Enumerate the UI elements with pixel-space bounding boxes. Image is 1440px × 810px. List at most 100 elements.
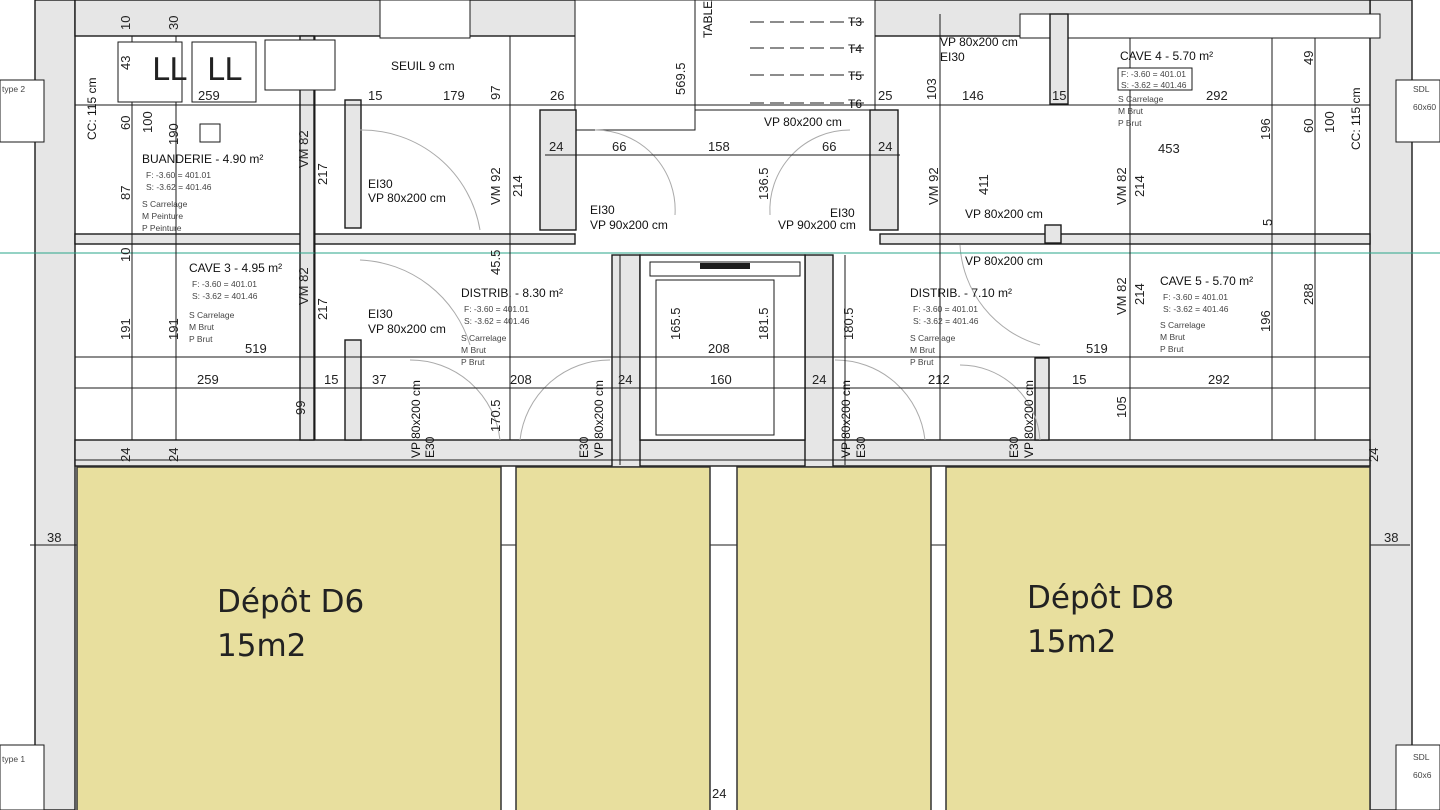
stair-t5: T5: [848, 69, 862, 83]
door-vp80-6: VP 80x200 cm: [965, 254, 1043, 268]
dimension-lines: [30, 14, 1410, 546]
ll-label-1: LL: [152, 52, 187, 88]
wall-cave3-door: [344, 339, 362, 441]
dim-v-49: 49: [1301, 51, 1316, 65]
dim-v-105: 105: [1114, 396, 1129, 418]
buanderie-title: BUANDERIE - 4.90 m²: [142, 152, 263, 166]
stair-block: [694, 0, 876, 111]
dim-top-25: 25: [878, 88, 892, 103]
door-e30-4: E30: [1007, 436, 1021, 458]
depot-middle-left[interactable]: [515, 466, 711, 810]
cave5-level-s: S: -3.62 = 401.46: [1163, 304, 1229, 314]
buanderie-finish-floor: S Carrelage: [142, 199, 188, 209]
cave4-finish-wall: M Brut: [1118, 106, 1144, 116]
dim-v-97: 97: [488, 86, 503, 100]
distrib-right-finish-wall: M Brut: [910, 345, 936, 355]
lift-shaft: [639, 254, 806, 441]
door-ei30-2: EI30: [368, 307, 393, 321]
depot-d8-name: Dépôt D8: [1027, 580, 1174, 616]
right-window-top: [1395, 79, 1440, 143]
door-vp80-7: VP 80x200 cm: [409, 380, 423, 458]
dim-v-196b: 196: [1258, 310, 1273, 332]
dim-col: 10 30 43 60 100 190 87 10 191 191 217 21…: [47, 16, 1398, 801]
dim-v-214a: 214: [510, 175, 525, 197]
dim-v-217b: 217: [315, 298, 330, 320]
depot-d6-name: Dépôt D6: [217, 584, 364, 620]
wall-cave4: [1049, 13, 1069, 105]
dim-vm82-b: VM 82: [296, 267, 311, 305]
seuil-label: SEUIL 9 cm: [391, 59, 455, 73]
depot-d8[interactable]: [945, 466, 1371, 810]
cave4-title: CAVE 4 - 5.70 m²: [1120, 49, 1213, 63]
depot-middle-right[interactable]: [736, 466, 932, 810]
dim-mid-519a: 519: [245, 341, 267, 356]
dim-low-24b: 24: [812, 372, 826, 387]
dim-v-569-5: 569.5: [673, 62, 688, 95]
door-swings: [359, 129, 1041, 441]
cave4-finish-floor: S Carrelage: [1118, 94, 1164, 104]
buanderie-finish-wall: M Peinture: [142, 211, 183, 221]
dim-v-217a: 217: [315, 163, 330, 185]
dim-v-87: 87: [118, 186, 133, 200]
wall-cave5-low: [1034, 357, 1050, 441]
door-vp90-2: VP 90x200 cm: [778, 218, 856, 232]
cave3-level-f: F: -3.60 = 401.01: [192, 279, 257, 289]
dim-top-259: 259: [198, 88, 220, 103]
dim-top-15: 15: [368, 88, 382, 103]
cave5-finish-wall: M Brut: [1160, 332, 1186, 342]
door-ei30-4: EI30: [830, 206, 855, 220]
wall-cave4-cave5: [879, 233, 1371, 245]
dim-top-146: 146: [962, 88, 984, 103]
dim-v-288: 288: [1301, 283, 1316, 305]
dim-vm92-b: VM 92: [926, 167, 941, 205]
dim-v-100b: 100: [1322, 111, 1337, 133]
dim-top-26: 26: [550, 88, 564, 103]
dim-v-190: 190: [166, 123, 181, 145]
dim-top-158: 158: [708, 139, 730, 154]
depot-d6-area: 15m2: [217, 628, 306, 664]
dim-low-15: 15: [324, 372, 338, 387]
dim-mid-453: 453: [1158, 141, 1180, 156]
cave5-title: CAVE 5 - 5.70 m²: [1160, 274, 1253, 288]
cave3-title: CAVE 3 - 4.95 m²: [189, 261, 282, 275]
lift-door-panel: [700, 263, 750, 269]
door-vp80-8: VP 80x200 cm: [592, 380, 606, 458]
depot-d6[interactable]: [76, 466, 502, 810]
dim-top-15b: 15: [1052, 88, 1066, 103]
door-e30-1: E30: [423, 436, 437, 458]
dim-v-180-5: 180.5: [841, 307, 856, 340]
door-vp80-2: VP 80x200 cm: [368, 322, 446, 336]
wall-distrib-right: [869, 109, 899, 231]
door-vp80-10: VP 80x200 cm: [1022, 380, 1036, 458]
left-type1: type 1: [2, 754, 25, 764]
dim-top-66a: 66: [612, 139, 626, 154]
left-type2: type 2: [2, 84, 25, 94]
dim-v-136-5: 136.5: [756, 167, 771, 200]
cave3-finish-floor: S Carrelage: [189, 310, 235, 320]
cc-left: CC: 115 cm: [85, 78, 99, 140]
distrib-left-finish-floor: S Carrelage: [461, 333, 507, 343]
dim-v-43: 43: [118, 56, 133, 70]
door-vp80-9: VP 80x200 cm: [839, 380, 853, 458]
cave4-top-wall: [1019, 13, 1381, 39]
dim-v-30: 30: [166, 16, 181, 30]
distrib-left-finish-ceiling: P Brut: [461, 357, 485, 367]
dim-low-208: 208: [510, 372, 532, 387]
right-sdl-bottom-dim: 60x6: [1413, 770, 1432, 780]
dim-mid-519b: 519: [1086, 341, 1108, 356]
wall-buanderie-door: [344, 99, 362, 229]
door-ei30-1: EI30: [368, 177, 393, 191]
dim-v-214b: 214: [1132, 175, 1147, 197]
buanderie-level-f: F: -3.60 = 401.01: [146, 170, 211, 180]
left-window-bottom: [0, 744, 45, 810]
right-sdl-top-dim: 60x60: [1413, 102, 1436, 112]
distrib-left-level-s: S: -3.62 = 401.46: [464, 316, 530, 326]
dim-v-99: 99: [293, 401, 308, 415]
dim-v-10b: 10: [118, 248, 133, 262]
dim-v-411: 411: [976, 174, 991, 195]
dim-low-259: 259: [197, 372, 219, 387]
ll-label-2: LL: [207, 52, 242, 88]
door-vp90-1: VP 90x200 cm: [590, 218, 668, 232]
cave5-finish-floor: S Carrelage: [1160, 320, 1206, 330]
